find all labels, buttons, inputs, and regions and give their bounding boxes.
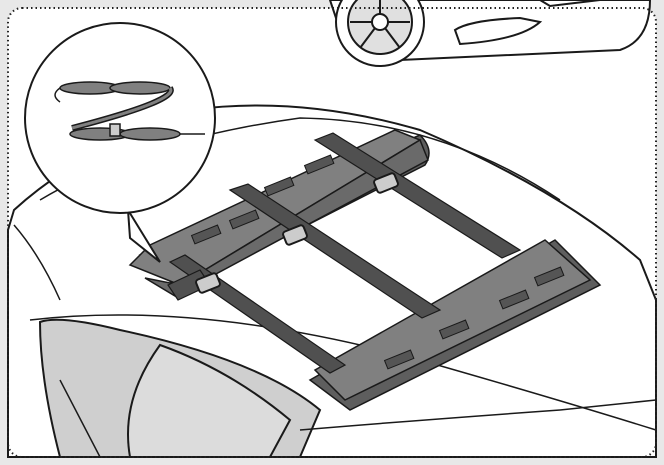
buckles (195, 172, 399, 294)
right-roof-pad (308, 239, 602, 411)
folded-strap-detail (54, 81, 205, 141)
buckle-icon (195, 272, 221, 294)
car-wheel-icon (335, 0, 425, 67)
magnifier-inset (24, 22, 216, 263)
strap-2 (228, 183, 442, 319)
strap-3 (313, 132, 522, 259)
buckle-icon (373, 172, 399, 194)
buckle-icon (282, 224, 308, 246)
